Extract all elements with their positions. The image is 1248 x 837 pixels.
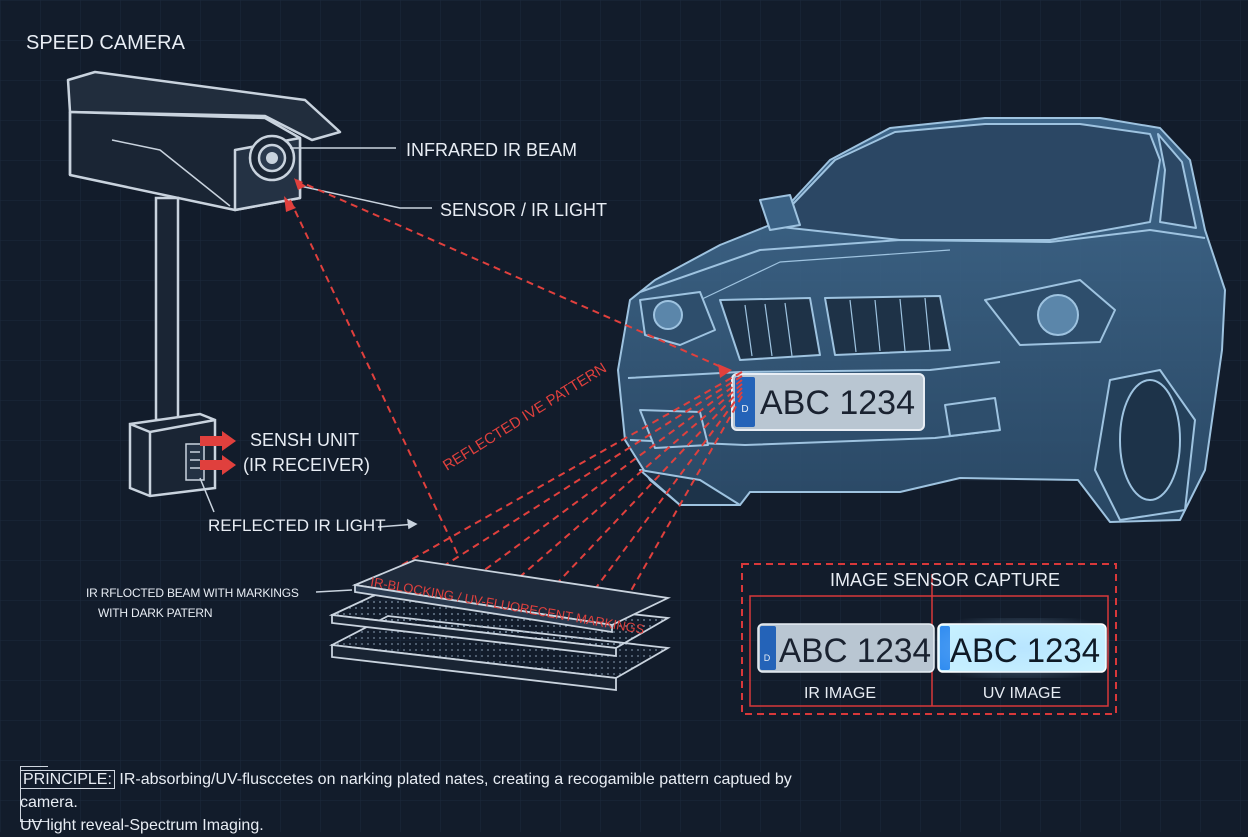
principle-text: PRINCIPLE: IR-absorbing/UV-flusccetes on… bbox=[20, 768, 820, 837]
license-plate: D ABC 1234 bbox=[731, 373, 925, 431]
label-dark-pattern: WITH DARK PATERN bbox=[98, 606, 213, 620]
principle-prefix: PRINCIPLE: bbox=[20, 770, 115, 789]
uv-image-label: UV IMAGE bbox=[983, 685, 1061, 702]
plate-badge: D bbox=[741, 404, 748, 415]
beam-arrow-plate bbox=[718, 364, 732, 378]
capture-title: IMAGE SENSOR CAPTURE bbox=[830, 570, 1061, 590]
beam-arrow-camera bbox=[284, 196, 296, 212]
principle-line2: UV light reveal-Spectrum Imaging. bbox=[20, 817, 264, 834]
speed-camera bbox=[66, 70, 342, 212]
label-beam-markings: IR RFLOCTED BEAM WITH MARKINGS bbox=[86, 586, 299, 600]
label-sensing-unit: SENSH UNIT bbox=[250, 430, 360, 450]
ir-image-label: IR IMAGE bbox=[804, 685, 876, 702]
label-infrared-beam: INFRARED IR BEAM bbox=[406, 140, 578, 160]
principle-frame bbox=[20, 766, 48, 822]
beam-arrow-sensor bbox=[294, 178, 306, 190]
ir-plate-text: ABC 1234 bbox=[779, 632, 931, 670]
plate-text: ABC 1234 bbox=[760, 384, 915, 422]
diagram-title: SPEED CAMERA bbox=[26, 32, 185, 54]
film-layers bbox=[328, 559, 672, 692]
car bbox=[617, 117, 1226, 523]
sensing-unit bbox=[128, 412, 217, 498]
leader-lines bbox=[199, 147, 432, 593]
uv-plate-text: ABC 1234 bbox=[950, 632, 1100, 670]
capture-panel: ABC 1234 ABC 1234 D IR IMAGE UV IMAGE bbox=[741, 563, 1117, 715]
label-sensor-light: SENSOR / IR LIGHT bbox=[440, 200, 608, 220]
ir-plate-badge: D bbox=[764, 653, 771, 663]
camera-pole bbox=[154, 196, 180, 422]
ir-beams bbox=[289, 179, 743, 625]
principle-line1: IR-absorbing/UV-flusccetes on narking pl… bbox=[20, 771, 792, 811]
receiver-arrows bbox=[200, 431, 236, 475]
label-reflected-light: REFLECTED IR LIGHT bbox=[208, 516, 386, 535]
label-ir-receiver: (IR RECEIVER) bbox=[243, 455, 371, 475]
